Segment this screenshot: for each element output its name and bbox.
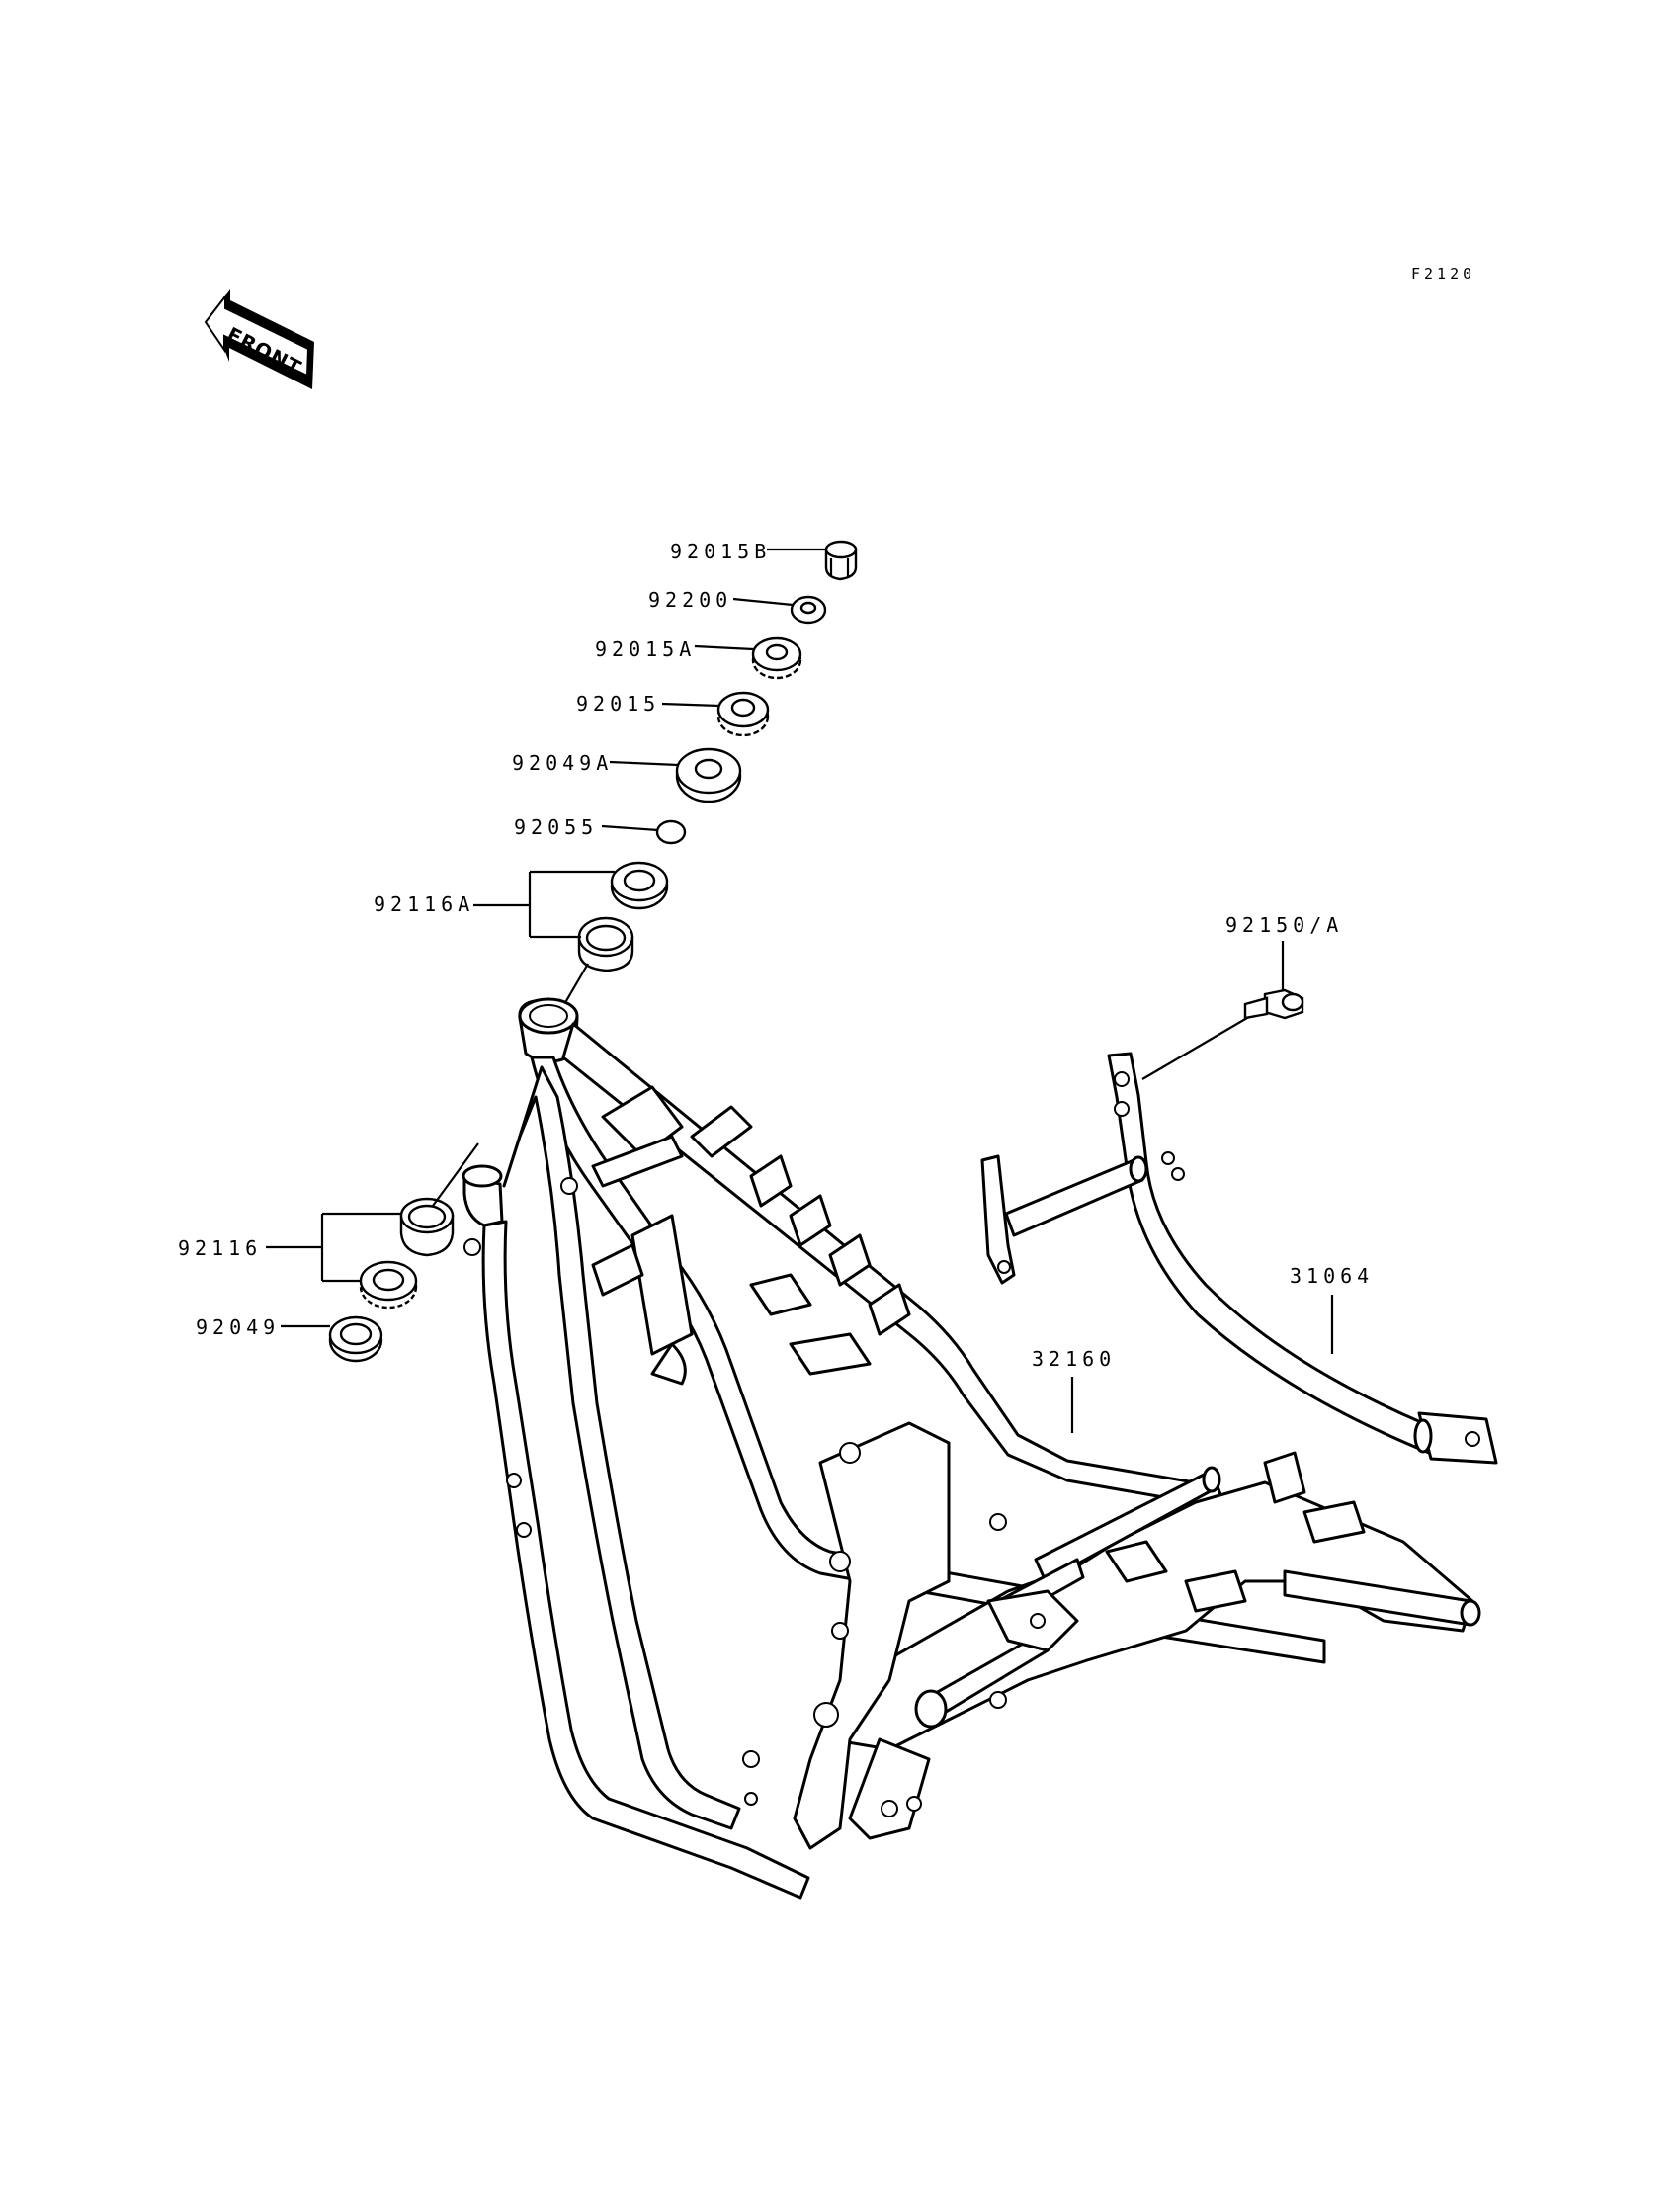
part-92049-seal — [328, 1315, 383, 1363]
label-32160: 32160 — [1032, 1347, 1116, 1371]
main-frame-32160 — [462, 997, 1481, 1900]
part-92049A-seal — [675, 747, 742, 803]
label-92055: 92055 — [514, 815, 598, 839]
label-92015A: 92015A — [595, 637, 696, 661]
part-92055-o-ring — [655, 819, 687, 845]
part-92015B-cap-nut — [824, 540, 858, 581]
part-92200-washer — [790, 595, 827, 625]
part-92116A-race — [577, 916, 634, 972]
part-92116A-upper-bearing — [610, 861, 669, 910]
part-92116-lower-bearing — [359, 1260, 418, 1310]
label-92015B: 92015B — [670, 540, 771, 563]
figure-code: F2120 — [1411, 265, 1475, 283]
part-92150A-bolt — [1243, 988, 1304, 1020]
part-92015-nut — [716, 691, 770, 737]
front-arrow-icon: FRONT — [204, 289, 314, 389]
label-92049A: 92049A — [512, 751, 613, 775]
label-92116: 92116 — [178, 1236, 262, 1260]
label-31064: 31064 — [1290, 1264, 1374, 1288]
label-92150A: 92150/A — [1225, 913, 1343, 937]
sub-frame-31064 — [980, 1052, 1498, 1465]
label-92200: 92200 — [648, 588, 732, 612]
label-92015: 92015 — [576, 692, 660, 716]
part-92116-lower-race — [399, 1197, 455, 1257]
label-92049: 92049 — [196, 1315, 280, 1339]
label-92116A: 92116A — [374, 892, 474, 916]
part-92015A-nut — [751, 636, 802, 680]
